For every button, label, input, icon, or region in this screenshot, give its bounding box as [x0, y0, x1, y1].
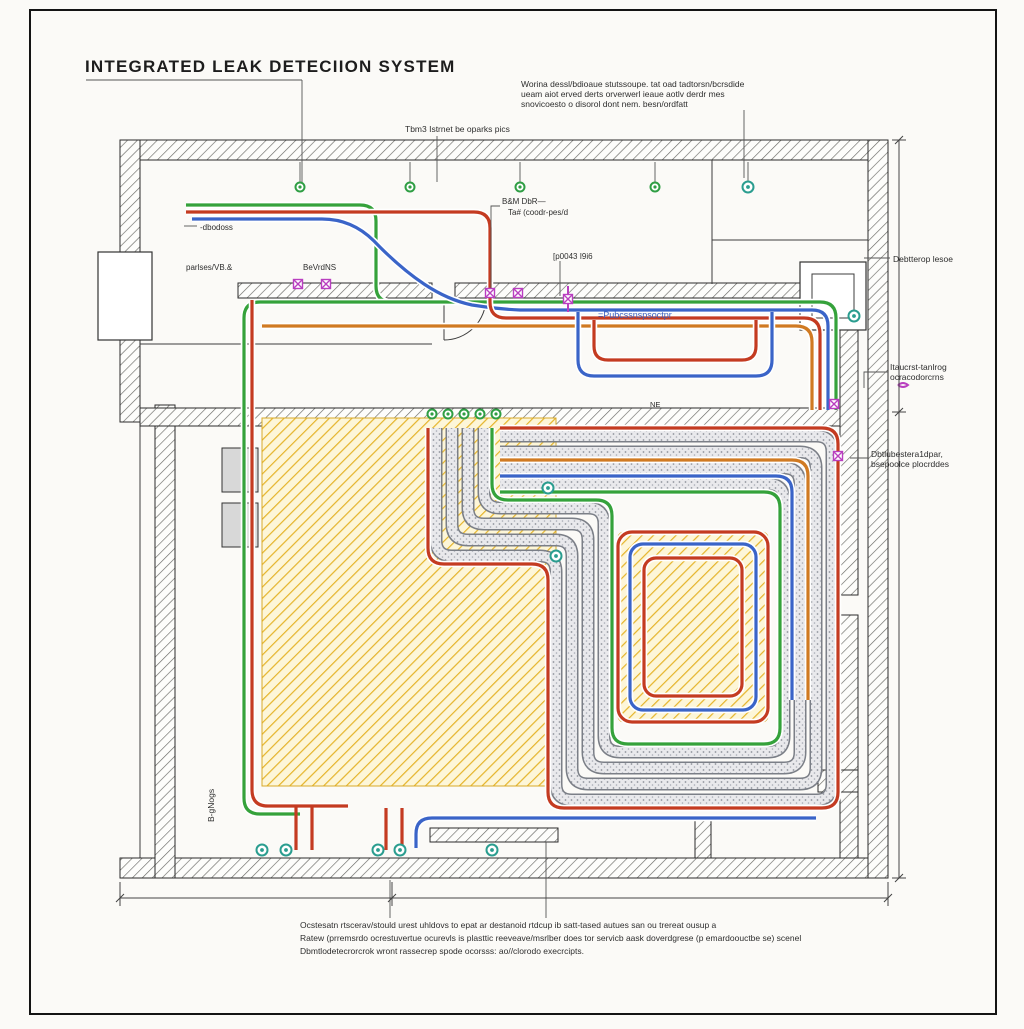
floor-sensor-icon: [485, 843, 499, 857]
label-compass: NE: [650, 400, 660, 409]
dimensions: [115, 135, 906, 906]
label-right-2b: ocracodorcrns: [890, 372, 944, 382]
label-right-2a: Itaucrst-tanlrog: [890, 362, 947, 372]
valve-icon: [832, 450, 844, 462]
leak-sensor-icon: [649, 181, 661, 193]
label-top-right-line2: ueam aiot erved derts orverwerl ieaue ao…: [521, 89, 725, 99]
inline-detector-icon: [549, 549, 563, 563]
inline-detector-icon: [541, 481, 555, 495]
label-corridor-tag: [p0043 I9i6: [553, 252, 593, 261]
manifold-sensor-icon: [490, 408, 502, 420]
annotations: INTEGRATED LEAK DETECIION SYSTEM Tbm3 Is…: [85, 57, 953, 956]
label-top-right-line1: Worina dessl/bdioaue stutssoupe. tat oad…: [521, 79, 745, 89]
floor-sensor-icon: [279, 843, 293, 857]
inline-detector-icon: [847, 309, 861, 323]
manifold-sensor-icon: [426, 408, 438, 420]
floor-sensor-icon: [393, 843, 407, 857]
label-bottom-line2: Ratew (prremsrdo ocrestuvertue ocurevls …: [300, 933, 801, 943]
pipes: [186, 201, 842, 850]
label-bottom-line3: Dbmtlodetecrorcrok wront rassecrep spode…: [300, 946, 584, 956]
leak-sensor-icon: [514, 181, 526, 193]
label-right-1: Debtterop lesoe: [893, 254, 953, 264]
label-door-1: B&M DbR—: [502, 197, 546, 206]
floor-sensor-icon: [255, 843, 269, 857]
valve-icon: [292, 278, 304, 290]
label-bottom-line1: Ocstesatn rtscerav/stould urest uhldovs …: [300, 920, 717, 930]
label-corridor-blue: =Pubcssnspsoctpr: [598, 310, 672, 320]
label-left-vertical: B-gNogs: [206, 789, 216, 822]
valve-icon: [484, 287, 496, 299]
valve-icon: [512, 287, 524, 299]
manifold-sensor-icon: [458, 408, 470, 420]
valve-icon: [320, 278, 332, 290]
label-door-2: Ta# (coodr-pes/d: [508, 208, 568, 217]
leak-sensor-icon: [294, 181, 306, 193]
leaders: [86, 79, 910, 918]
valve-icon: [828, 398, 840, 410]
valve-icon: [562, 293, 574, 305]
label-left-pair-1: parlses/VB.&: [186, 263, 233, 272]
leak-sensor-icon: [404, 181, 416, 193]
detector-head-icon: [741, 180, 755, 194]
label-left-wall: -dbodoss: [200, 223, 233, 232]
manifold-sensor-icon: [442, 408, 454, 420]
label-right-3b: bsepoolce plocrddes: [871, 459, 949, 469]
floor-sensor-icon: [371, 843, 385, 857]
equipment-box-left: [97, 251, 153, 341]
manifold-sensor-icon: [474, 408, 486, 420]
label-top-note: Tbm3 Istrnet be oparks pics: [405, 124, 510, 134]
page-title: INTEGRATED LEAK DETECIION SYSTEM: [85, 57, 456, 76]
label-left-pair-2: BeVrdNS: [303, 263, 336, 272]
sensors: [255, 162, 861, 857]
label-right-3a: Dbtlubestera1dpar,: [871, 449, 943, 459]
duct-bands: [429, 428, 839, 807]
label-top-right-line3: snovicoesto o disorol dont nem. besn/ord…: [521, 99, 688, 109]
drawing-frame: [29, 9, 997, 1015]
